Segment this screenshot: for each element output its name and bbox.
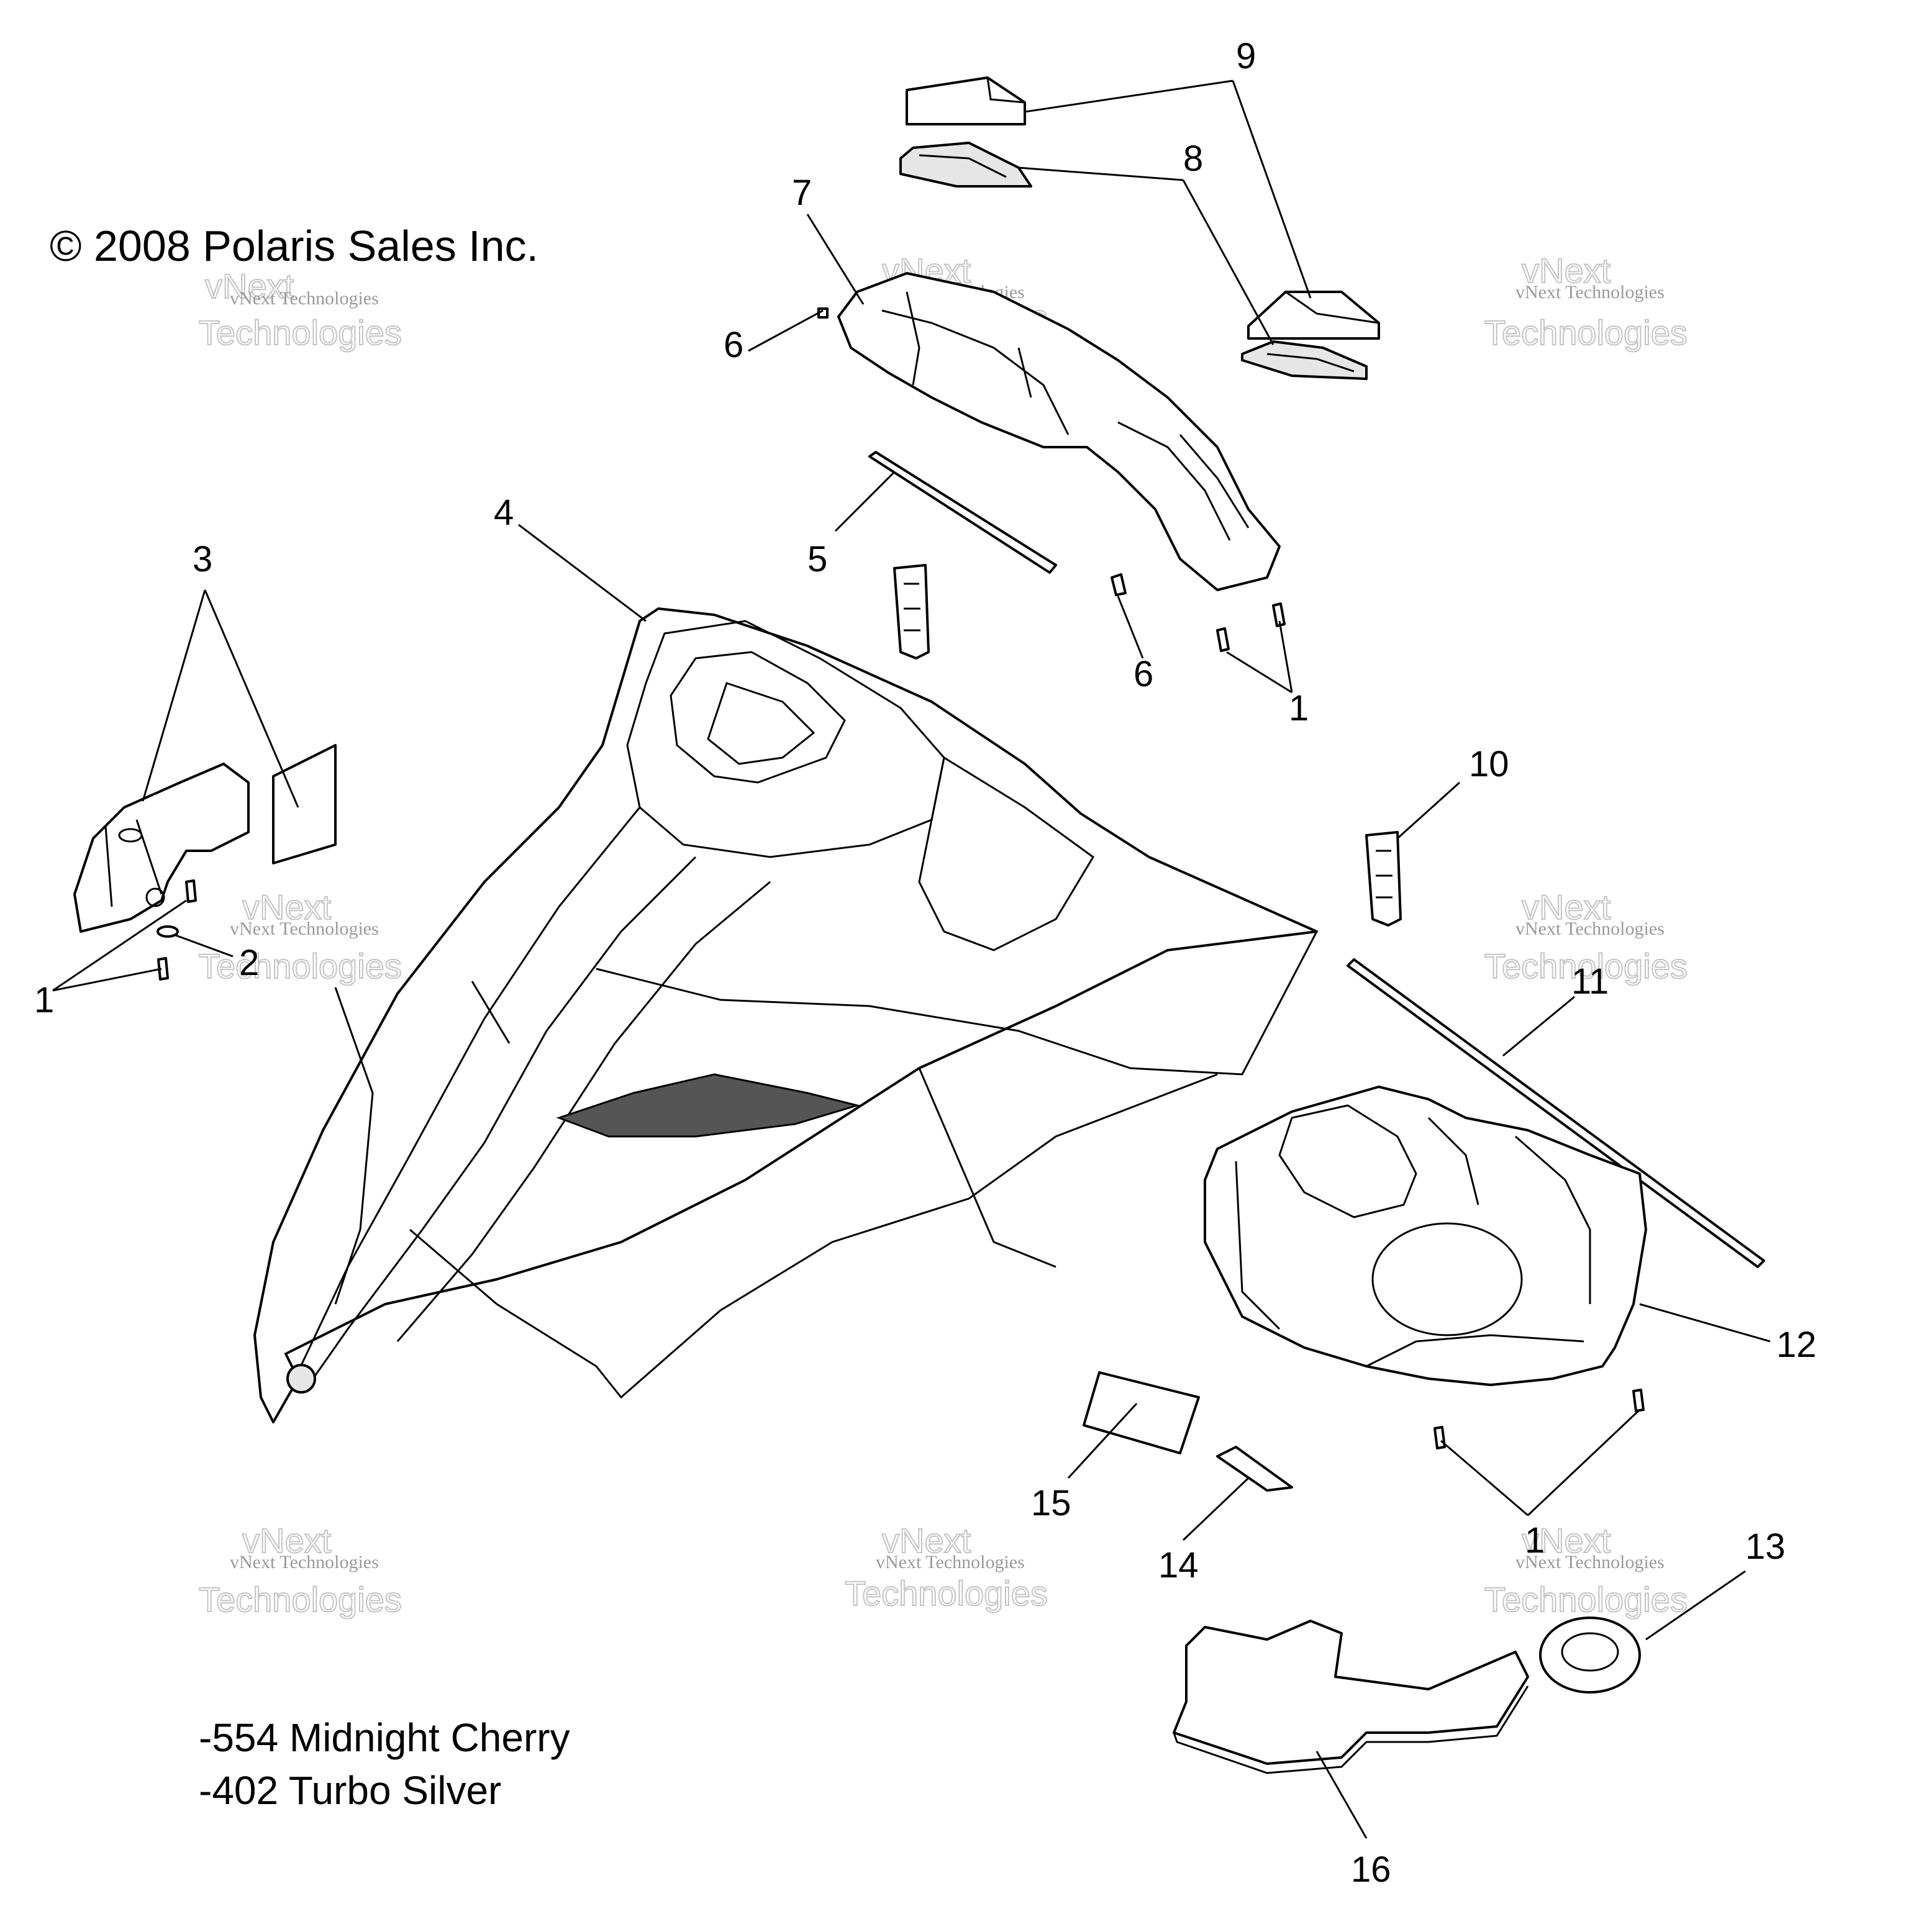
watermark-top-right: vNext Technologies vNext Technologies — [1484, 250, 1688, 353]
copyright-text: © 2008 Polaris Sales Inc. — [50, 222, 538, 270]
callout-1-left: 1 — [34, 980, 54, 1020]
part-10-clip-right — [1365, 831, 1402, 927]
watermark-bottom-left: vNext Technologies vNext Technologies — [198, 1520, 402, 1620]
part-16-pad — [1173, 1620, 1529, 1774]
callout-6-upper: 6 — [724, 325, 743, 365]
watermark-bottom-right: vNext Technologies vNext Technologies — [1484, 1520, 1688, 1620]
part-8-switch-right — [1241, 340, 1368, 380]
callout-1-upper: 1 — [1289, 688, 1309, 728]
watermark-small-text: vNext Technologies — [1515, 1552, 1665, 1572]
part-1-screws-left — [157, 879, 197, 981]
watermark-big-text: Technologies — [1484, 1580, 1688, 1619]
watermark-small-text: vNext Technologies — [876, 1552, 1025, 1572]
callout-13: 13 — [1745, 1526, 1786, 1567]
watermark-big-text: Technologies — [199, 1580, 402, 1619]
watermark-big-text: Technologies — [845, 1574, 1048, 1613]
color-code-2: -402 Turbo Silver — [199, 1768, 501, 1813]
callout-8: 8 — [1183, 138, 1203, 179]
color-code-1: -554 Midnight Cherry — [199, 1715, 570, 1760]
watermark-big-text: vNext — [242, 887, 332, 927]
leader-lines — [52, 79, 1771, 1839]
part-10-clip-center — [893, 564, 930, 660]
callout-10: 10 — [1469, 744, 1509, 784]
watermark-big-text: Technologies — [1484, 946, 1688, 986]
watermark-small-text: vNext Technologies — [230, 1552, 379, 1572]
part-1-screws-lower-right — [1433, 1389, 1645, 1449]
part-9-pad-right — [1247, 291, 1380, 340]
watermark-small-text: vNext Technologies — [1515, 282, 1665, 302]
watermark-big-text: vNext — [242, 1521, 332, 1560]
part-15-decal — [1083, 1371, 1200, 1454]
part-8-switch-left — [899, 142, 1032, 188]
watermark-small-text: vNext Technologies — [230, 918, 379, 939]
callout-11: 11 — [1571, 961, 1609, 1002]
callout-12: 12 — [1776, 1325, 1817, 1365]
part-3-decal — [272, 744, 337, 864]
part-7-handlebar-cover — [837, 272, 1281, 591]
callout-4: 4 — [494, 492, 514, 533]
callout-9: 9 — [1236, 36, 1256, 76]
watermark-big-text: vNext — [1522, 251, 1611, 290]
watermark-big-text: Technologies — [199, 313, 402, 352]
watermark-big-text: vNext — [882, 1521, 971, 1560]
callout-2: 2 — [239, 943, 259, 983]
part-1-screws-upper-right — [1216, 602, 1286, 652]
callout-3: 3 — [193, 539, 212, 579]
part-14-decal — [1216, 1446, 1293, 1492]
watermark-big-text: vNext — [1522, 887, 1611, 927]
callout-15: 15 — [1031, 1483, 1071, 1523]
part-13-grommet — [1539, 1617, 1641, 1694]
watermark-big-text: vNext — [205, 266, 294, 306]
callout-1-lower: 1 — [1525, 1520, 1545, 1561]
callout-labels: 9 8 7 6 5 4 3 2 1 6 1 10 11 12 1 13 15 1… — [34, 36, 1817, 1890]
part-5-strip — [868, 451, 1057, 574]
watermark-big-text: Technologies — [199, 946, 402, 986]
part-12-console — [1204, 1086, 1647, 1386]
part-3-mirror — [73, 763, 250, 933]
watermark-mid-left: vNext Technologies vNext Technologies — [198, 887, 402, 986]
callout-14: 14 — [1158, 1545, 1199, 1585]
watermark-top-left: vNext Technologies vNext Technologies — [198, 266, 402, 353]
part-6-clip-lower — [1111, 573, 1127, 596]
watermark-big-text: Technologies — [1484, 313, 1688, 352]
callout-16: 16 — [1351, 1849, 1391, 1890]
callout-6-lower: 6 — [1133, 654, 1153, 694]
part-2-washer — [157, 925, 179, 938]
callout-7: 7 — [792, 173, 812, 213]
watermark-big-text: vNext — [1522, 1521, 1611, 1560]
watermark-small-text: vNext Technologies — [230, 288, 379, 309]
callout-5: 5 — [807, 539, 827, 579]
watermark-small-text: vNext Technologies — [1515, 918, 1665, 939]
part-9-pad-left — [906, 76, 1026, 125]
watermark-mid-right: vNext Technologies vNext Technologies — [1484, 887, 1688, 986]
part-4-hood — [253, 607, 1318, 1423]
watermark-bottom-center: vNext Technologies vNext Technologies — [844, 1520, 1048, 1613]
